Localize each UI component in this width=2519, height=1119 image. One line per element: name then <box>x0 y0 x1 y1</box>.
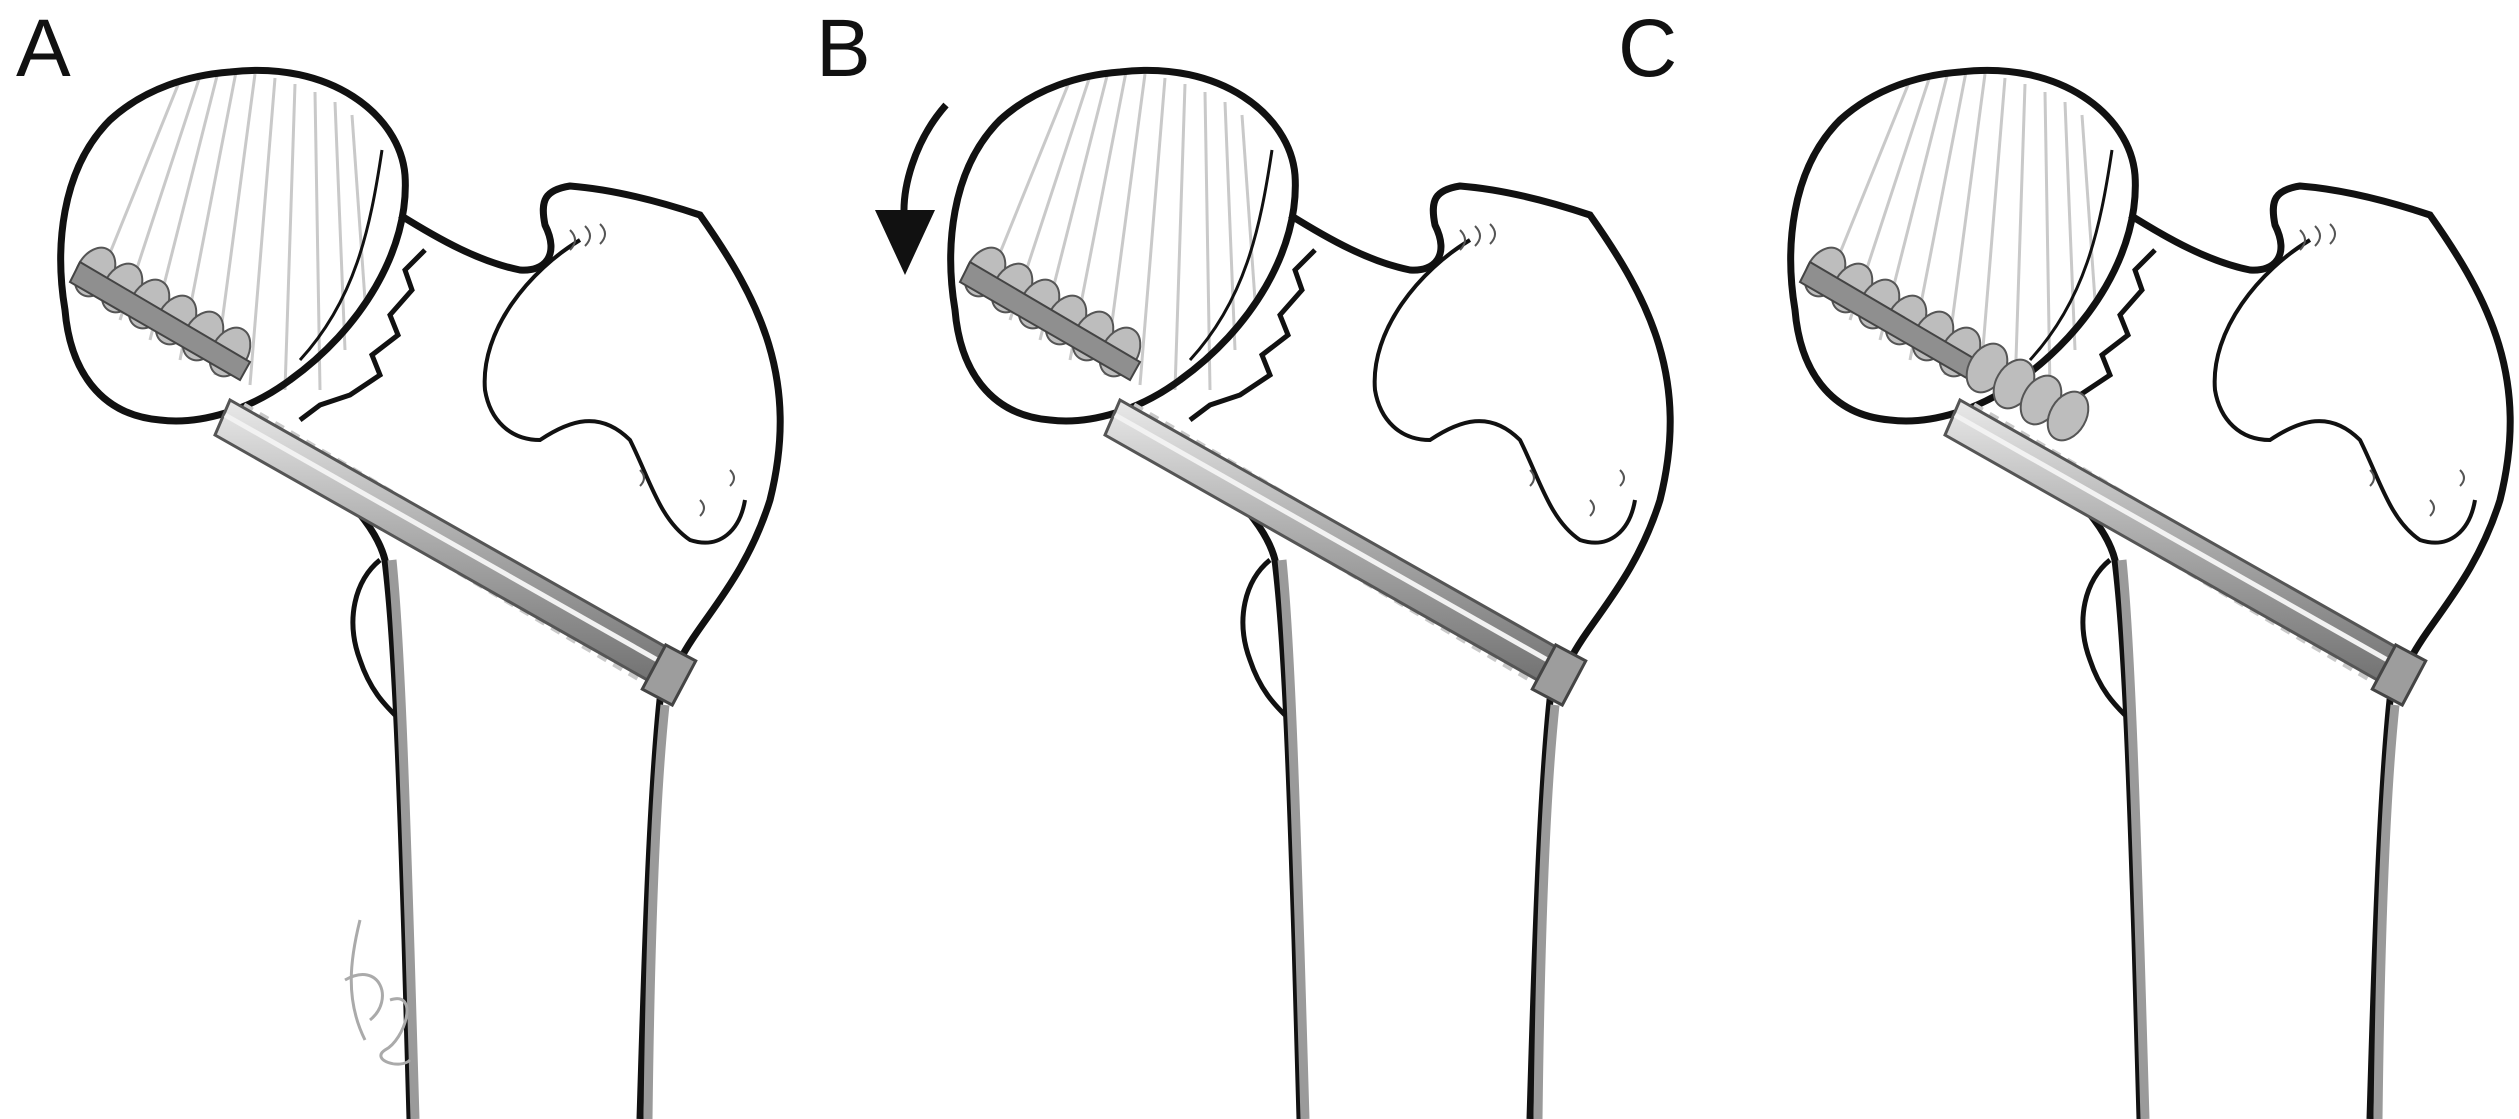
femur-b <box>951 70 1670 1119</box>
curved-arrow-counterclockwise-icon <box>875 102 949 275</box>
screw-shaft-a <box>215 400 696 705</box>
panel-a <box>61 70 780 1119</box>
screw-shaft-b <box>1105 400 1586 705</box>
panel-label-b: B <box>816 3 871 94</box>
panel-b <box>951 70 1670 1119</box>
artist-signature-icon <box>344 919 412 1066</box>
screw-shaft-c <box>1945 400 2426 705</box>
panel-label-a: A <box>16 3 71 94</box>
screw-thread-extended-c <box>1965 342 2090 442</box>
femur-c <box>1791 70 2510 1119</box>
panel-c <box>1791 70 2510 1119</box>
femur-a <box>61 70 780 1119</box>
panel-label-c: C <box>1618 3 1678 94</box>
